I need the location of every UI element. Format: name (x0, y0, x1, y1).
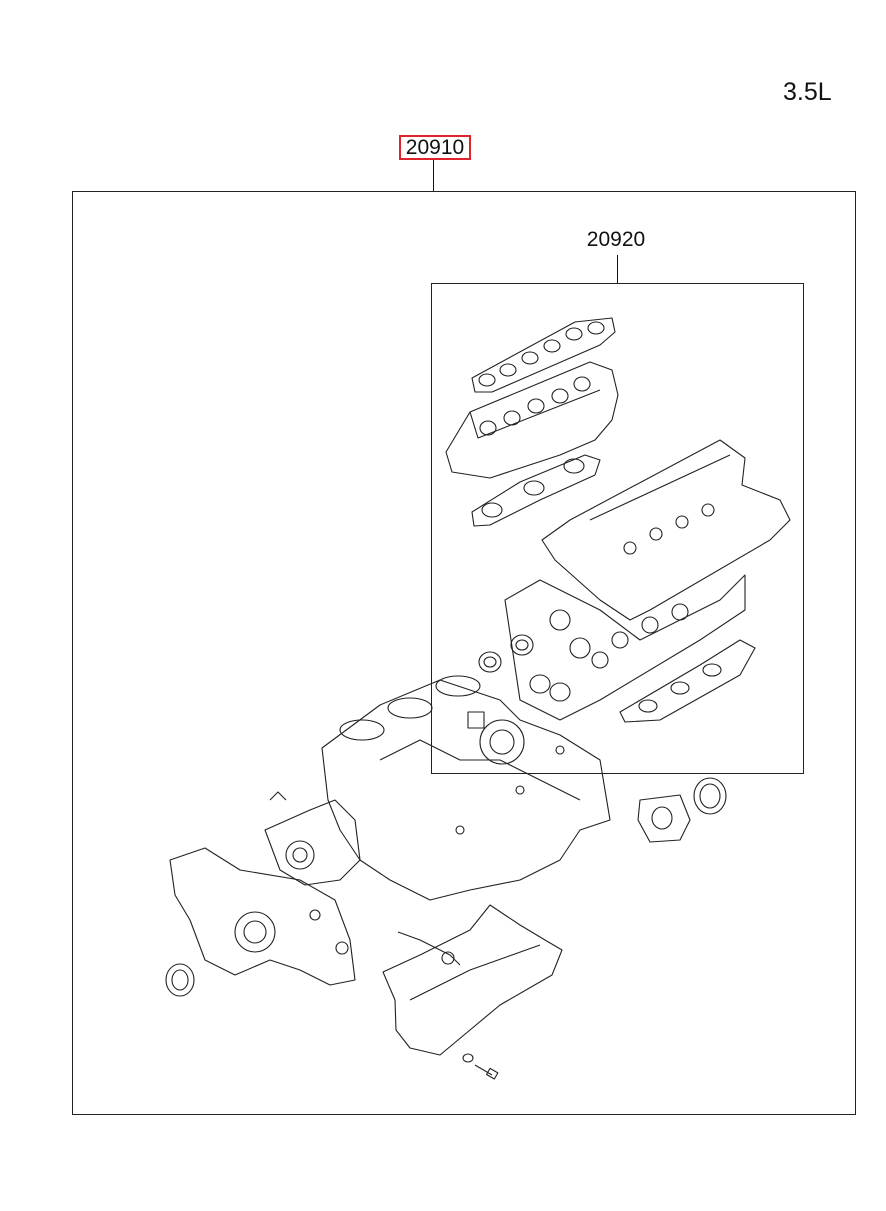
timing-cover[interactable] (169, 847, 356, 986)
leader-line-main (433, 160, 434, 191)
engine-block[interactable] (321, 675, 611, 901)
front-crank-seal[interactable] (165, 963, 195, 997)
leader-line-sub (617, 255, 618, 283)
drain-plug[interactable] (462, 1053, 499, 1080)
part-number-callout-20920[interactable]: 20920 (586, 228, 646, 251)
cam-seals[interactable] (478, 634, 571, 702)
rear-crank-seal[interactable] (637, 777, 727, 843)
oil-pan[interactable] (382, 904, 563, 1056)
engine-displacement-label: 3.5L (783, 78, 832, 106)
water-pump[interactable] (264, 791, 361, 886)
intake-plenum[interactable] (445, 361, 619, 479)
head-gasket[interactable] (619, 639, 756, 723)
gasket-kit-frame (72, 191, 856, 1115)
exhaust-manifold-gasket[interactable] (471, 454, 601, 527)
valve-cover-assembly[interactable] (504, 439, 791, 721)
head-gasket-kit-frame (431, 283, 804, 774)
part-number-callout-20910[interactable]: 20910 (399, 135, 471, 160)
intake-manifold-gasket[interactable] (471, 317, 616, 393)
